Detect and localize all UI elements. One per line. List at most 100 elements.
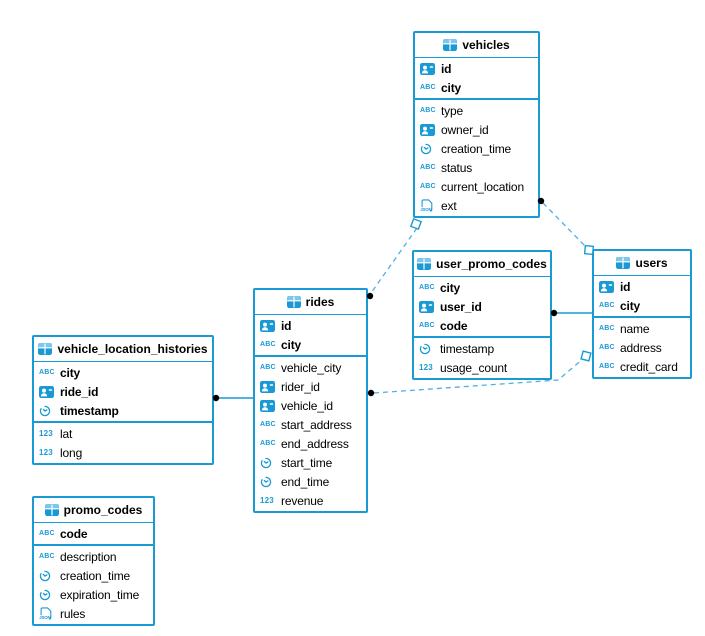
field-row[interactable]: city — [414, 278, 550, 297]
field-name: credit_card — [620, 359, 678, 374]
field-row[interactable]: end_address — [255, 434, 366, 453]
field-row[interactable]: creation_time — [34, 566, 153, 585]
varchar-icon — [39, 530, 56, 537]
varchar-icon — [599, 344, 616, 351]
table-header[interactable]: rides — [255, 290, 366, 315]
field-name: city — [281, 337, 302, 352]
field-row[interactable]: timestamp — [34, 401, 212, 420]
table-rides[interactable]: rides id city vehicle_city rider_id — [253, 288, 368, 513]
timestamp-icon — [419, 343, 436, 355]
table-vehicle-location-histories[interactable]: vehicle_location_histories city ride_id … — [32, 335, 214, 465]
table-header[interactable]: vehicles — [415, 33, 538, 58]
field-row[interactable]: city — [594, 296, 690, 315]
table-title: vehicle_location_histories — [57, 342, 208, 356]
field-row[interactable]: code — [34, 524, 153, 543]
field-row[interactable]: credit_card — [594, 357, 690, 376]
number-icon — [260, 497, 277, 505]
table-header[interactable]: vehicle_location_histories — [34, 337, 212, 362]
varchar-icon — [260, 440, 277, 447]
table-vehicles[interactable]: vehicles id city type owner_id c — [413, 31, 540, 218]
field-row[interactable]: owner_id — [415, 120, 538, 139]
field-row[interactable]: current_location — [415, 177, 538, 196]
field-name: current_location — [441, 179, 524, 194]
table-promo-codes[interactable]: promo_codes code description creation_ti… — [32, 496, 155, 626]
varchar-icon — [260, 421, 277, 428]
field-row[interactable]: start_time — [255, 453, 366, 472]
field-name: start_time — [281, 455, 333, 470]
field-row[interactable]: revenue — [255, 491, 366, 510]
field-row[interactable]: city — [34, 363, 212, 382]
field-name: description — [60, 549, 117, 564]
field-row[interactable]: long — [34, 443, 212, 462]
table-title: promo_codes — [63, 503, 143, 517]
uuid-icon — [39, 386, 56, 398]
timestamp-icon — [39, 405, 56, 417]
timestamp-icon — [39, 589, 56, 601]
field-name: timestamp — [60, 403, 119, 418]
table-header[interactable]: promo_codes — [34, 498, 153, 523]
field-row[interactable]: id — [594, 277, 690, 296]
relationship-vlh-rides[interactable] — [212, 394, 255, 402]
timestamp-icon — [260, 476, 277, 488]
number-icon — [39, 430, 56, 438]
field-row[interactable]: expiration_time — [34, 585, 153, 604]
field-row[interactable]: city — [415, 78, 538, 97]
uuid-icon — [260, 400, 277, 412]
table-title: vehicles — [462, 38, 510, 52]
field-name: end_time — [281, 474, 330, 489]
table-title: users — [635, 256, 668, 270]
varchar-icon — [260, 364, 277, 371]
field-row[interactable]: city — [255, 335, 366, 354]
field-name: id — [620, 279, 631, 294]
field-row[interactable]: end_time — [255, 472, 366, 491]
varchar-icon — [419, 284, 436, 291]
field-row[interactable]: id — [255, 316, 366, 335]
field-row[interactable]: start_address — [255, 415, 366, 434]
field-name: vehicle_id — [281, 398, 333, 413]
varchar-icon — [599, 302, 616, 309]
field-row[interactable]: rules — [34, 604, 153, 623]
field-row[interactable]: type — [415, 101, 538, 120]
field-name: revenue — [281, 493, 324, 508]
field-name: creation_time — [60, 568, 131, 583]
field-name: name — [620, 321, 650, 336]
field-name: long — [60, 445, 83, 460]
field-row[interactable]: id — [415, 59, 538, 78]
field-row[interactable]: status — [415, 158, 538, 177]
field-name: rider_id — [281, 379, 320, 394]
field-name: status — [441, 160, 473, 175]
table-user-promo-codes[interactable]: user_promo_codes city user_id code times… — [412, 250, 552, 380]
field-row[interactable]: ride_id — [34, 382, 212, 401]
field-name: address — [620, 340, 662, 355]
field-row[interactable]: vehicle_id — [255, 396, 366, 415]
field-row[interactable]: lat — [34, 424, 212, 443]
table-icon — [443, 39, 457, 51]
field-row[interactable]: creation_time — [415, 139, 538, 158]
field-row[interactable]: vehicle_city — [255, 358, 366, 377]
table-icon — [616, 257, 630, 269]
varchar-icon — [599, 363, 616, 370]
field-row[interactable]: address — [594, 338, 690, 357]
field-row[interactable]: description — [34, 547, 153, 566]
table-users[interactable]: users id city name address credi — [592, 249, 692, 379]
table-header[interactable]: users — [594, 251, 690, 276]
field-name: rules — [60, 606, 86, 621]
field-name: lat — [60, 426, 73, 441]
field-row[interactable]: usage_count — [414, 358, 550, 377]
field-row[interactable]: name — [594, 319, 690, 338]
field-name: user_id — [440, 299, 482, 314]
field-name: id — [441, 61, 452, 76]
json-icon — [420, 199, 437, 212]
field-row[interactable]: user_id — [414, 297, 550, 316]
varchar-icon — [599, 325, 616, 332]
table-title: user_promo_codes — [436, 257, 547, 271]
field-row[interactable]: code — [414, 316, 550, 335]
field-row[interactable]: rider_id — [255, 377, 366, 396]
relationship-vehicles-users[interactable] — [537, 197, 595, 256]
field-row[interactable]: timestamp — [414, 339, 550, 358]
field-name: ext — [441, 198, 457, 213]
table-header[interactable]: user_promo_codes — [414, 252, 550, 277]
relationship-upc-users[interactable] — [550, 309, 594, 317]
field-row[interactable]: ext — [415, 196, 538, 215]
